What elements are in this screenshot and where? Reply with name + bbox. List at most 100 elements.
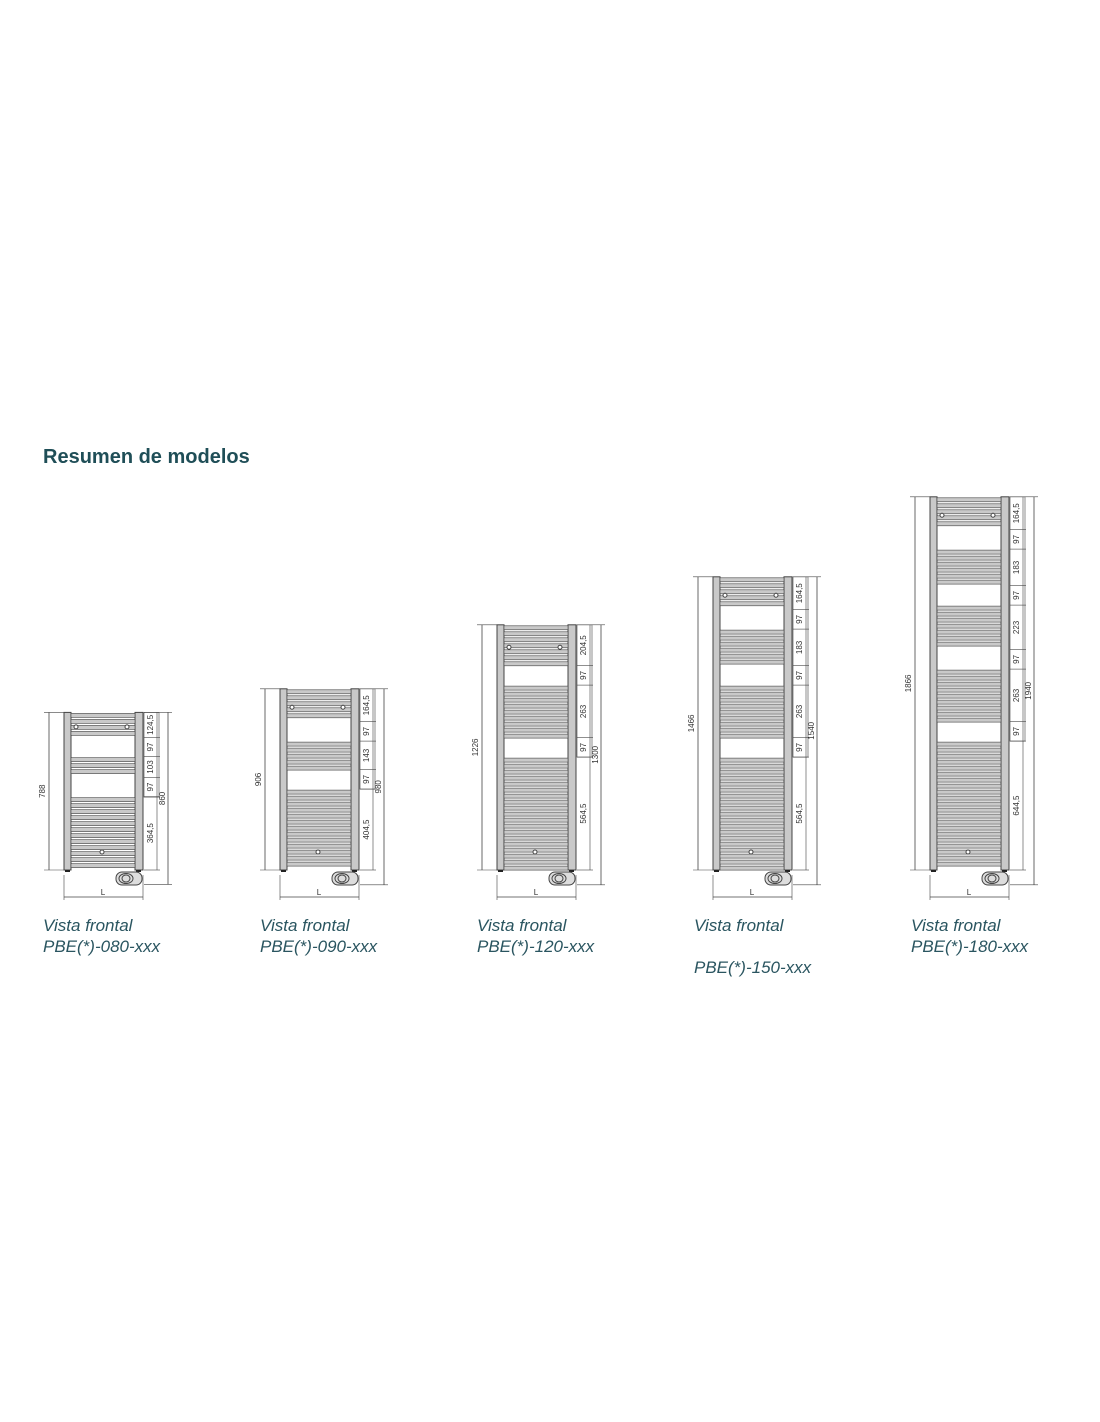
towel-bar bbox=[719, 577, 785, 583]
towel-bar bbox=[719, 685, 785, 691]
dimension-label: 97 bbox=[795, 614, 804, 623]
height-label: 788 bbox=[38, 784, 47, 798]
total-label: 980 bbox=[374, 780, 383, 794]
dimension-label: 404,5 bbox=[362, 819, 371, 840]
towel-bar bbox=[286, 801, 352, 807]
thermostat-dial bbox=[767, 873, 783, 884]
towel-bar bbox=[503, 697, 569, 703]
towel-bar bbox=[70, 845, 136, 851]
foot bbox=[352, 870, 357, 872]
foot bbox=[136, 870, 141, 872]
towel-bar bbox=[70, 713, 136, 718]
towel-bar bbox=[503, 703, 569, 709]
caption-090: Vista frontal PBE(*)-090-xxx bbox=[260, 915, 377, 957]
mount-point bbox=[990, 512, 996, 518]
height-label: 1226 bbox=[471, 738, 480, 756]
dimension-box bbox=[1009, 496, 1026, 742]
left-rail bbox=[63, 711, 72, 871]
towel-bar bbox=[286, 813, 352, 819]
towel-bar bbox=[936, 711, 1002, 717]
towel-bar bbox=[719, 709, 785, 715]
left-rail bbox=[712, 576, 721, 871]
dimension-label: 564,5 bbox=[579, 803, 588, 824]
towel-bar bbox=[719, 757, 785, 763]
towel-bar bbox=[719, 805, 785, 811]
towel-bar bbox=[70, 757, 136, 763]
foot bbox=[785, 870, 790, 872]
towel-bar bbox=[936, 855, 1002, 861]
caption-150: Vista frontal PBE(*)-150-xxx bbox=[694, 915, 811, 978]
towel-bar bbox=[936, 807, 1002, 813]
thermostat-icon bbox=[548, 871, 576, 886]
total-label: 860 bbox=[158, 791, 167, 805]
right-rail bbox=[134, 711, 144, 871]
mount-point bbox=[340, 704, 346, 710]
dimension-label: 124,5 bbox=[146, 714, 155, 735]
towel-bar bbox=[286, 765, 352, 771]
thermostat-dial bbox=[118, 873, 134, 884]
towel-bar bbox=[503, 685, 569, 691]
thermostat-dial bbox=[121, 874, 131, 883]
towel-bar bbox=[936, 605, 1002, 611]
mount-point bbox=[315, 849, 321, 855]
towel-bar bbox=[286, 707, 352, 713]
towel-bar bbox=[503, 853, 569, 859]
towel-bar bbox=[719, 635, 785, 641]
towel-bar bbox=[503, 721, 569, 727]
towel-bar bbox=[936, 503, 1002, 509]
towel-bar bbox=[719, 601, 785, 607]
towel-bar bbox=[719, 823, 785, 829]
caption-180: Vista frontal PBE(*)-180-xxx bbox=[911, 915, 1028, 957]
total-label: 1300 bbox=[591, 745, 600, 763]
towel-bar bbox=[70, 863, 136, 869]
mount-point bbox=[506, 644, 512, 650]
caption-view: Vista frontal bbox=[911, 916, 1001, 935]
towel-bar bbox=[503, 691, 569, 697]
dimension-label: 97 bbox=[1012, 726, 1021, 735]
thermostat-icon bbox=[981, 871, 1009, 886]
dimension-label: 97 bbox=[579, 670, 588, 679]
mount-point bbox=[289, 704, 295, 710]
dimension-label: 564,5 bbox=[795, 803, 804, 824]
dimension-box bbox=[792, 576, 809, 758]
towel-bar bbox=[719, 775, 785, 781]
towel-bar bbox=[719, 865, 785, 871]
towel-bar bbox=[936, 635, 1002, 641]
towel-bar bbox=[936, 861, 1002, 867]
height-label: 1466 bbox=[687, 714, 696, 732]
towel-bar bbox=[936, 687, 1002, 693]
caption-view: Vista frontal bbox=[477, 916, 567, 935]
towel-bar bbox=[936, 741, 1002, 747]
towel-bar bbox=[503, 805, 569, 811]
dimension-label: 364,5 bbox=[146, 823, 155, 844]
towel-bar bbox=[70, 821, 136, 827]
towel-bar bbox=[503, 769, 569, 775]
mount-point bbox=[939, 512, 945, 518]
towel-bar bbox=[503, 763, 569, 769]
towel-bar bbox=[936, 705, 1002, 711]
towel-bar bbox=[719, 769, 785, 775]
towel-bar bbox=[286, 747, 352, 753]
towel-bar bbox=[503, 841, 569, 847]
towel-bar bbox=[503, 823, 569, 829]
towel-bar bbox=[719, 829, 785, 835]
towel-bar bbox=[719, 697, 785, 703]
towel-bar bbox=[936, 617, 1002, 623]
dimension-label: 164,5 bbox=[795, 583, 804, 604]
towel-bar bbox=[719, 583, 785, 589]
caption-code: PBE(*)-150-xxx bbox=[694, 958, 812, 977]
left-rail bbox=[496, 624, 505, 871]
foot bbox=[281, 870, 286, 872]
dimension-label: 97 bbox=[146, 742, 155, 751]
towel-bar bbox=[503, 649, 569, 655]
towel-bar bbox=[503, 727, 569, 733]
towel-bar bbox=[936, 675, 1002, 681]
towel-bar bbox=[503, 781, 569, 787]
foot bbox=[714, 870, 719, 872]
towel-bar bbox=[503, 757, 569, 763]
caption-code: PBE(*)-180-xxx bbox=[911, 937, 1029, 956]
